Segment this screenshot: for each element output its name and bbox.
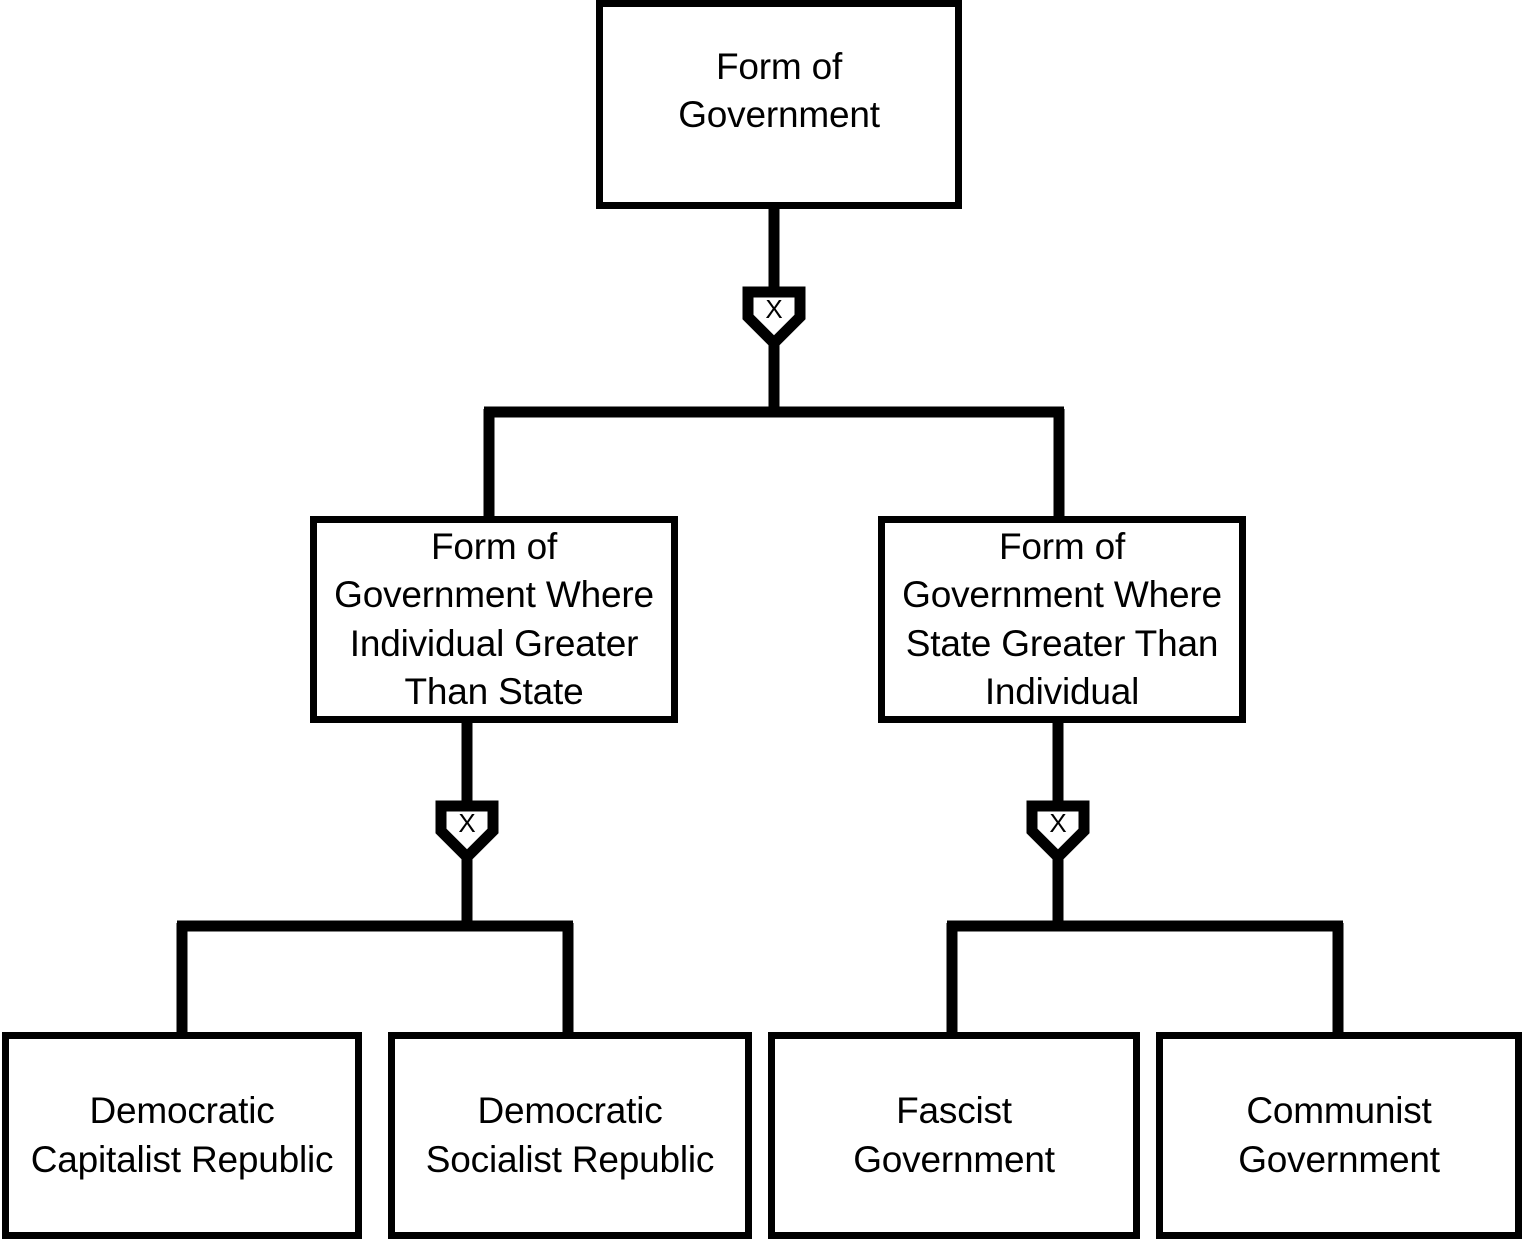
xor-symbol: X (765, 294, 782, 324)
node-individual-greater-than-state[interactable]: Form of Government Where Individual Grea… (310, 516, 678, 723)
node-form-of-government[interactable]: Form of Government (596, 0, 962, 209)
xor-symbol: X (458, 808, 475, 838)
xor-symbol: X (1049, 808, 1066, 838)
node-label: Fascist Government (853, 1090, 1055, 1180)
node-state-greater-than-individual[interactable]: Form of Government Where State Greater T… (878, 516, 1246, 723)
node-label: Form of Government (678, 46, 880, 136)
node-label: Communist Government (1238, 1090, 1440, 1180)
node-label: Form of Government Where Individual Grea… (334, 526, 654, 712)
junction-root: X (742, 286, 806, 351)
node-communist-government[interactable]: Communist Government (1156, 1032, 1522, 1239)
node-label: Democratic Socialist Republic (425, 1090, 715, 1180)
node-democratic-socialist-republic[interactable]: Democratic Socialist Republic (388, 1032, 752, 1239)
junction-right: X (1026, 800, 1090, 865)
xor-shield-shape (742, 286, 806, 351)
junction-left: X (435, 800, 499, 865)
node-democratic-capitalist-republic[interactable]: Democratic Capitalist Republic (2, 1032, 362, 1239)
node-label: Form of Government Where State Greater T… (902, 526, 1222, 712)
node-label: Democratic Capitalist Republic (30, 1090, 334, 1180)
node-fascist-government[interactable]: Fascist Government (768, 1032, 1140, 1239)
xor-shield-shape (435, 800, 499, 865)
xor-shield-shape (1026, 800, 1090, 865)
